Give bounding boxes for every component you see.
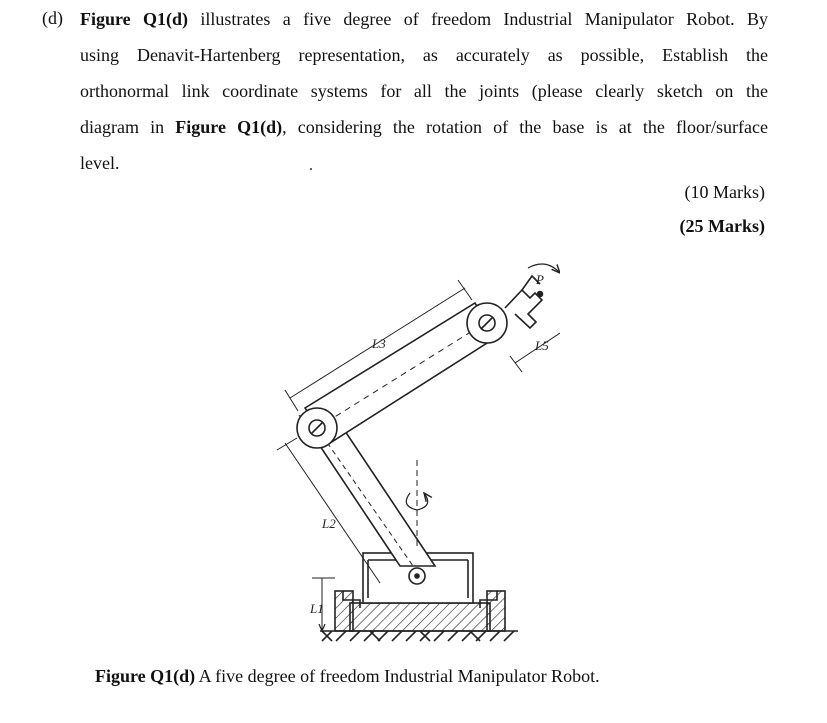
part-marks: (10 Marks) <box>684 182 765 202</box>
robot-diagram: L3 L2 L1 L5 P <box>276 263 560 642</box>
figure-caption: Figure Q1(d) A five degree of freedom In… <box>95 666 600 687</box>
shoulder-joint <box>408 567 426 585</box>
caption-text: A five degree of freedom Industrial Mani… <box>195 666 600 686</box>
dimension-l1 <box>312 577 335 631</box>
scan-speck <box>310 168 312 170</box>
question-text: Figure Q1(d) illustrates a five degree o… <box>80 8 768 188</box>
question-line-1-text: illustrates a five degree of freedom Ind… <box>188 9 768 29</box>
gripper <box>504 263 560 330</box>
question-line-2: using Denavit-Hartenberg representation,… <box>80 45 768 65</box>
dimension-l3 <box>284 279 473 412</box>
caption-figure-ref: Figure Q1(d) <box>95 666 196 686</box>
label-l1: L1 <box>309 601 324 616</box>
figure-ref: Figure Q1(d) <box>80 9 189 29</box>
label-l3: L3 <box>371 336 386 351</box>
total-marks: (25 Marks) <box>679 216 765 236</box>
question-label: (d) <box>42 8 63 28</box>
label-l2: L2 <box>321 516 336 531</box>
label-l5: L5 <box>534 338 549 353</box>
question-line-1: Figure Q1(d) illustrates a five degree o… <box>80 8 768 44</box>
ground-hatching <box>320 630 518 642</box>
dimension-l2 <box>276 437 381 584</box>
label-p: P <box>535 272 544 287</box>
base-rotation-axis <box>405 460 427 548</box>
fixed-base <box>334 590 506 632</box>
question-line-4: diagram in Figure Q1(d), considering the… <box>80 116 768 152</box>
elbow-joint <box>296 407 338 449</box>
question-line-3: orthonormal link coordinate systems for … <box>80 81 768 101</box>
question-line-5: level. <box>80 153 120 173</box>
question-line-4-pre: diagram in <box>80 117 176 137</box>
dimension-l5 <box>509 332 560 373</box>
wrist-joint <box>466 302 508 344</box>
figure-ref: Figure Q1(d) <box>175 117 283 137</box>
question-line-4-text: , considering the rotation of the base i… <box>282 117 768 137</box>
